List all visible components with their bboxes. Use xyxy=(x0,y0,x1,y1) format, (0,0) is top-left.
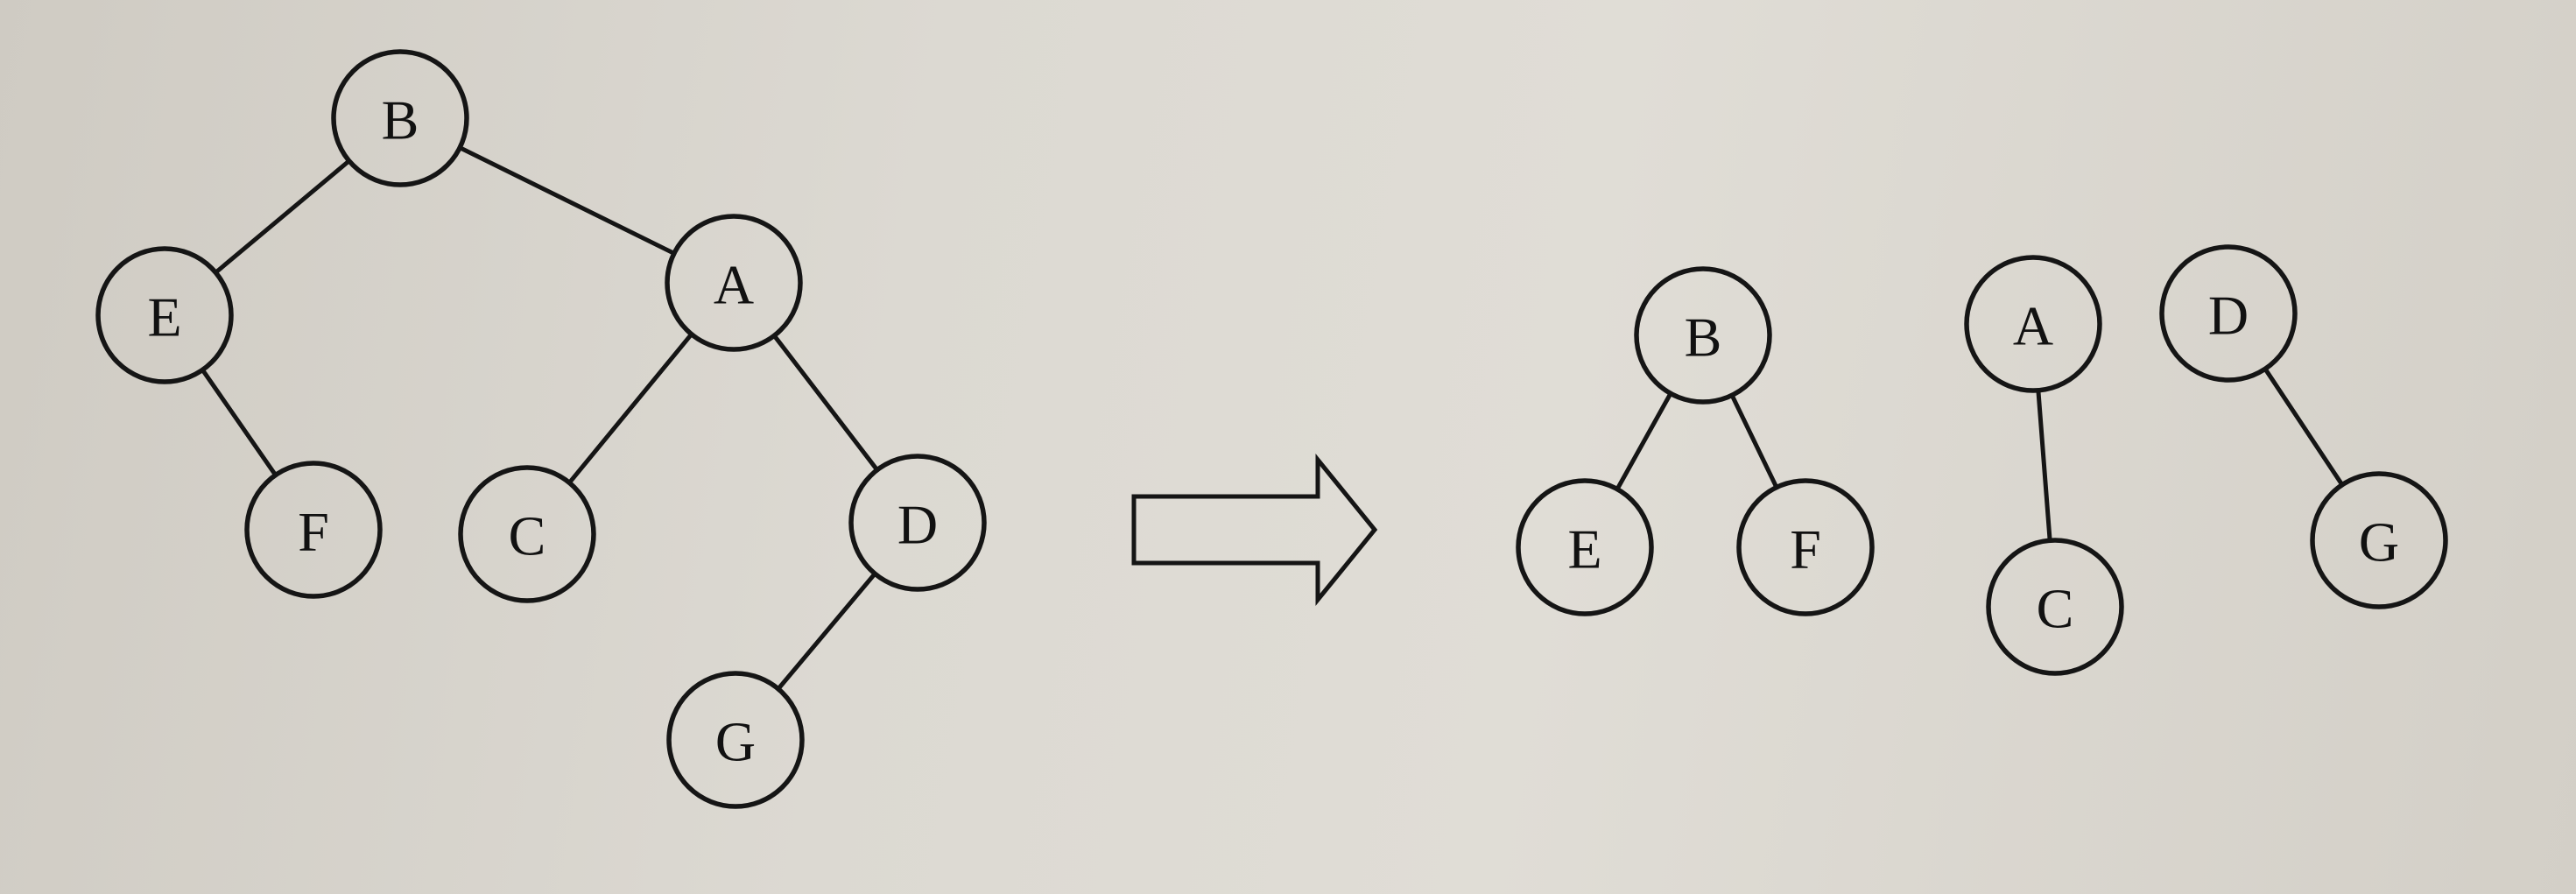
before-edge-d-g xyxy=(776,571,877,692)
before-node-d-label: D xyxy=(897,494,938,556)
right-arrow-icon xyxy=(1131,453,1378,607)
after-tree-1-node-b-circle xyxy=(1634,266,1772,405)
after-tree-3-node-g-label: G xyxy=(2359,511,2399,574)
before-node-f-circle xyxy=(244,461,383,599)
before-node-g-circle xyxy=(666,671,805,809)
before-node-a-circle xyxy=(665,214,803,352)
before-node-d: D xyxy=(848,454,987,592)
before-node-b-label: B xyxy=(382,89,419,151)
after-tree-1-node-e: E xyxy=(1516,478,1654,616)
before-node-e-circle xyxy=(95,246,234,384)
after-tree-3-node-d-label: D xyxy=(2208,285,2249,347)
before-edge-a-c xyxy=(567,332,694,485)
before-node-f-label: F xyxy=(298,501,329,563)
before-node-b: B xyxy=(331,49,469,187)
before-node-a: A xyxy=(665,214,803,352)
before-edge-a-d xyxy=(771,333,880,473)
before-node-c-circle xyxy=(458,465,596,603)
after-tree-2-edge-a-c xyxy=(2036,388,2052,543)
after-tree-1-node-f: F xyxy=(1736,478,1875,616)
before-node-d-circle xyxy=(848,454,987,592)
after-tree-1-node-b: B xyxy=(1634,266,1772,405)
after-tree-1-node-e-label: E xyxy=(1567,518,1601,581)
after-tree-1-node-f-circle xyxy=(1736,478,1875,616)
before-edge-b-e xyxy=(213,158,352,275)
before-node-a-label: A xyxy=(714,254,754,316)
after-tree-1-node-b-label: B xyxy=(1685,306,1722,369)
after-tree-3-edge-d-g xyxy=(2263,366,2345,488)
before-binary-tree: B E A F C D G xyxy=(95,49,987,809)
after-tree-1-node-e-circle xyxy=(1516,478,1654,616)
before-node-f: F xyxy=(244,461,383,599)
before-edge-b-a xyxy=(457,145,677,256)
after-tree-1: B E F xyxy=(1516,266,1875,616)
after-tree-2-node-a-circle xyxy=(1964,255,2102,393)
after-tree-2: AC xyxy=(1964,255,2124,676)
before-edge-e-f xyxy=(200,367,278,478)
before-node-e: E xyxy=(95,246,234,384)
after-tree-2-node-c-label: C xyxy=(2037,578,2074,640)
after-tree-1-edge-b-e xyxy=(1615,391,1673,492)
before-node-c-label: C xyxy=(509,505,546,567)
after-tree-2-node-a-label: A xyxy=(2013,295,2053,357)
after-tree-3: DG xyxy=(2159,244,2448,609)
after-tree-2-node-a: A xyxy=(1964,255,2102,393)
after-tree-1-node-f-label: F xyxy=(1790,518,1821,581)
after-tree-3-node-d-circle xyxy=(2159,244,2298,383)
before-node-e-label: E xyxy=(147,286,181,348)
after-tree-3-node-d: D xyxy=(2159,244,2298,383)
before-node-c: C xyxy=(458,465,596,603)
after-tree-3-node-g: G xyxy=(2310,471,2448,609)
before-node-g-label: G xyxy=(715,711,756,773)
after-tree-1-edge-b-f xyxy=(1729,392,1779,490)
after-tree-3-node-g-circle xyxy=(2310,471,2448,609)
after-tree-2-node-c-circle xyxy=(1986,538,2124,676)
before-node-b-circle xyxy=(331,49,469,187)
after-tree-2-node-c: C xyxy=(1986,538,2124,676)
before-node-g: G xyxy=(666,671,805,809)
